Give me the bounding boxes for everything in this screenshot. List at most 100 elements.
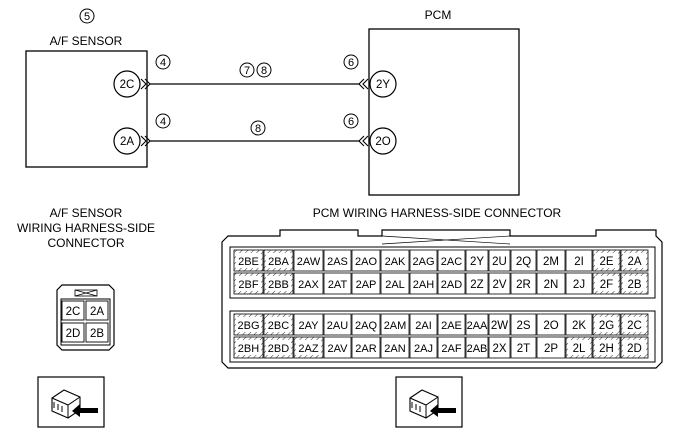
pcm-pin-cell	[488, 272, 511, 295]
pcm-pin-2ay: 2AY	[299, 320, 320, 332]
pcm-pin-cell	[409, 272, 438, 295]
pcm-connector-title: PCM WIRING HARNESS-SIDE CONNECTOR	[313, 206, 562, 220]
pcm-pin-cell	[565, 313, 593, 336]
pcm-pin-cell	[323, 313, 352, 336]
pcm-pin-face	[236, 317, 261, 332]
pcm-pin-2m: 2M	[543, 256, 559, 268]
pcm-pin-cell	[409, 313, 438, 336]
connector-ref-circle	[155, 113, 171, 129]
pcm-pin-face	[595, 317, 618, 332]
pcm-pin-cell	[323, 249, 352, 272]
pcm-pin-2o: 2O	[543, 320, 558, 332]
connector-ref-af-2: 4	[160, 116, 166, 128]
pcm-pin-cell	[293, 249, 324, 272]
pcm-pin-cell	[565, 249, 593, 272]
pcm-pin-2ap: 2AP	[356, 279, 377, 291]
connector-mark-right	[358, 135, 369, 147]
pcm-pin-2z: 2Z	[470, 279, 483, 291]
pcm-pin-2ax: 2AX	[298, 279, 319, 291]
pcm-connector-latch-mark	[381, 235, 511, 245]
pcm-pin-cell	[536, 313, 566, 336]
wire-2a-2o: 4 8 6	[140, 113, 369, 147]
pcm-pin-2i: 2I	[574, 256, 584, 268]
pcm-pin-2ao: 2AO	[355, 256, 377, 268]
af-terminal-2a	[113, 127, 141, 155]
pcm-pin-2al: 2AL	[385, 279, 405, 291]
pcm-pin-2j: 2J	[573, 279, 585, 291]
pcm-pin-cell	[510, 249, 537, 272]
pcm-pin-2p: 2P	[544, 343, 558, 355]
pcm-pin-2ak: 2AK	[385, 256, 406, 268]
pcm-pin-cell	[351, 272, 381, 295]
pcm-pin-2ae: 2AE	[441, 320, 462, 332]
af-pin-2a: 2A	[90, 306, 104, 318]
pcm-pin-cell	[536, 336, 566, 359]
pcm-pin-2ai: 2AI	[415, 320, 432, 332]
pcm-pin-2am: 2AM	[384, 320, 407, 332]
pcm-pin-cell	[488, 336, 511, 359]
pcm-pin-face	[266, 340, 291, 355]
pcm-pin-2r: 2R	[516, 279, 531, 291]
af-connector-section: A/F SENSOR WIRING HARNESS-SIDE CONNECTOR…	[17, 206, 155, 351]
pcm-pin-2aj: 2AJ	[414, 343, 433, 355]
pcm-pin-cell	[437, 249, 466, 272]
pcm-pin-cell	[565, 272, 593, 295]
wire-ref-circle	[256, 62, 272, 78]
wire-ref-8: 8	[255, 123, 261, 135]
pcm-pin-2l: 2L	[573, 343, 586, 355]
pcm-pin-cell	[323, 336, 352, 359]
pcm-pin-cell	[351, 336, 381, 359]
pcm-pin-2q: 2Q	[516, 256, 531, 268]
pcm-pin-2k: 2K	[572, 320, 586, 332]
pcm-pin-face	[266, 276, 291, 291]
pcm-pin-2bg: 2BG	[237, 320, 259, 332]
pcm-pin-cell	[293, 272, 324, 295]
pcm-pin-2ab: 2AB	[467, 343, 488, 355]
pcm-pin-2bd: 2BD	[268, 343, 289, 355]
af-sensor-title: A/F SENSOR	[50, 34, 123, 48]
af-pin-2d: 2D	[66, 328, 81, 340]
af-terminal-2c	[113, 70, 141, 98]
pcm-pin-2ba: 2BA	[268, 256, 289, 268]
pcm-pin-2ag: 2AG	[412, 256, 434, 268]
pcm-pin-2t: 2T	[517, 343, 530, 355]
pcm-pin-2u: 2U	[492, 256, 507, 268]
pcm-pin-face	[623, 317, 646, 332]
af-pin-2b: 2B	[90, 328, 104, 340]
pcm-pin-cell	[510, 272, 537, 295]
connector-ref-pcm-1: 6	[348, 57, 354, 69]
pcm-pin-2c: 2C	[627, 320, 642, 332]
pcm-pin-2x: 2X	[492, 343, 506, 355]
af-connector-title-line-1: A/F SENSOR	[50, 206, 123, 220]
af-pin-cell	[85, 300, 109, 321]
pcm-pin-face	[296, 340, 321, 355]
pcm-pin-cell	[380, 336, 410, 359]
pcm-pin-2be: 2BE	[238, 256, 259, 268]
pcm-pin-2ad: 2AD	[441, 279, 462, 291]
pcm-pin-cell	[536, 272, 566, 295]
connector-ref-circle	[343, 54, 359, 70]
pcm-pin-2w: 2W	[491, 320, 508, 332]
wire-2c-2y: 4 7 8 6	[140, 54, 369, 90]
pcm-pin-cell	[437, 272, 466, 295]
af-pin-cell	[61, 322, 85, 343]
connector-mark-right	[358, 78, 369, 90]
connector-view-icon	[395, 376, 463, 428]
pcm-pin-2at: 2AT	[328, 279, 348, 291]
pcm-pin-cell	[510, 313, 537, 336]
wire-ref-8: 8	[261, 65, 267, 77]
pcm-pin-cell	[380, 313, 410, 336]
pcm-pin-face	[595, 276, 618, 291]
pcm-pin-2a: 2A	[627, 256, 641, 268]
pcm-pin-2az: 2AZ	[298, 343, 318, 355]
pcm-pin-cell	[409, 249, 438, 272]
pcm-title: PCM	[425, 8, 452, 22]
pcm-pin-2bc: 2BC	[268, 320, 289, 332]
pcm-pin-2y: 2Y	[470, 256, 484, 268]
pcm-pin-2b: 2B	[627, 279, 641, 291]
pcm-pin-cell	[465, 313, 489, 336]
af-terminal-2c-label: 2C	[120, 79, 135, 91]
pcm-pin-face	[236, 276, 261, 291]
af-pin-cell	[61, 300, 85, 321]
